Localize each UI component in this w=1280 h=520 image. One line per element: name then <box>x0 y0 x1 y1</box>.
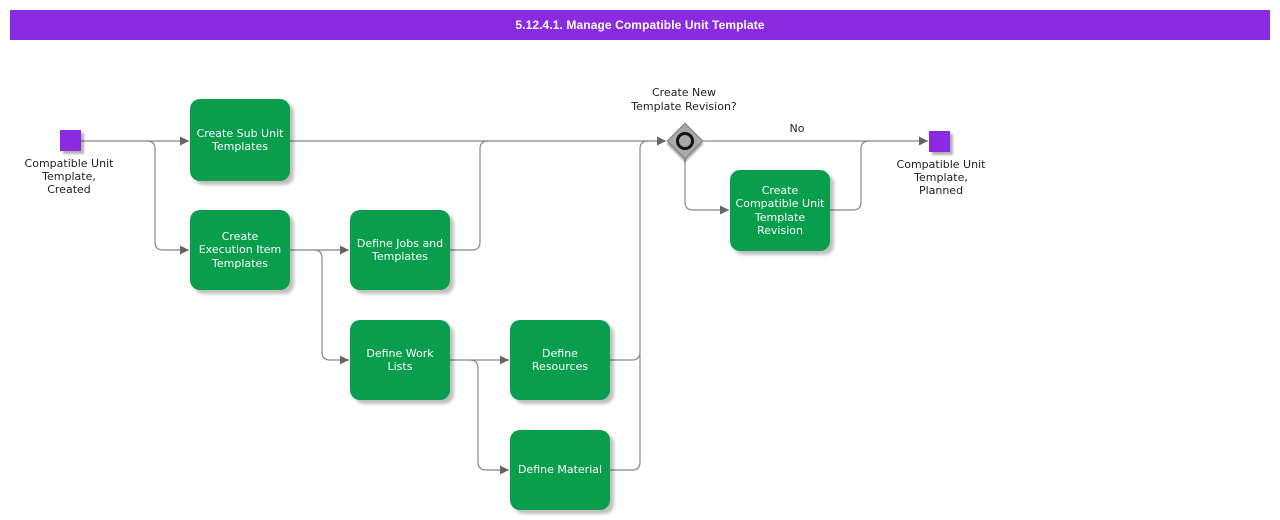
edge-create-execution-to-define-work-lists <box>313 249 349 365</box>
decision-question-label: Create New Template Revision? <box>631 86 737 113</box>
activity-label: Create Execution Item Templates <box>198 229 282 270</box>
title-bar: 5.12.4.1. Manage Compatible Unit Templat… <box>10 10 1270 40</box>
end-event-label: Compatible Unit Template, Planned <box>896 158 986 197</box>
activity-define-resources[interactable]: Define Resources <box>510 320 610 400</box>
edge-label-no: No <box>789 122 805 135</box>
edge-define-material-merge <box>610 355 641 471</box>
activity-create-sub-unit-templates[interactable]: Create Sub Unit Templates <box>190 99 290 181</box>
end-event-node[interactable] <box>929 131 950 152</box>
edge-create-revision-merge <box>830 140 870 211</box>
activity-label: Define Resources <box>531 346 589 374</box>
page-title: 5.12.4.1. Manage Compatible Unit Templat… <box>515 18 765 32</box>
edge-define-resources-merge <box>610 140 649 361</box>
activity-label: Define Work Lists <box>366 346 434 374</box>
edge-define-work-lists-to-define-material <box>469 359 509 475</box>
gateway-ring-icon <box>676 132 694 150</box>
edge-gateway-to-create-revision <box>684 159 729 215</box>
activity-define-work-lists[interactable]: Define Work Lists <box>350 320 450 400</box>
activity-label: Create Sub Unit Templates <box>196 126 284 154</box>
edge-start-to-create-execution <box>146 140 189 255</box>
start-event-label: Compatible Unit Template, Created <box>24 157 114 196</box>
activity-label: Create Compatible Unit Template Revision <box>735 183 825 238</box>
activity-create-execution-item-templates[interactable]: Create Execution Item Templates <box>190 210 290 290</box>
start-event-node[interactable] <box>60 130 81 151</box>
activity-define-jobs-and-templates[interactable]: Define Jobs and Templates <box>350 210 450 290</box>
activity-label: Define Material <box>517 463 603 477</box>
activity-create-compatible-unit-template-revision[interactable]: Create Compatible Unit Template Revision <box>730 170 830 251</box>
edge-define-jobs-merge <box>450 140 489 251</box>
activity-label: Define Jobs and Templates <box>356 236 444 264</box>
activity-define-material[interactable]: Define Material <box>510 430 610 510</box>
